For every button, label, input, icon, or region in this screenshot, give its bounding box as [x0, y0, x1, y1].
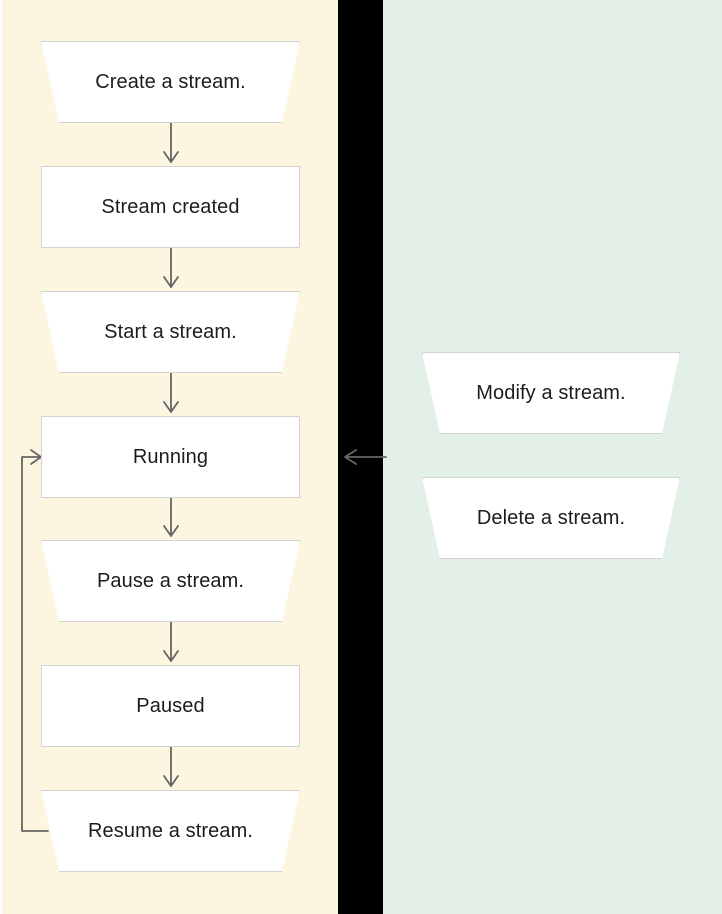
node-label: Stream created — [101, 196, 240, 218]
trapezoid-shape — [41, 291, 300, 373]
node-running[interactable]: Running — [41, 416, 300, 498]
node-pause-a-stream[interactable]: Pause a stream. — [41, 540, 300, 622]
node-resume-a-stream[interactable]: Resume a stream. — [41, 790, 300, 872]
node-paused[interactable]: Paused — [41, 665, 300, 747]
node-label: Pause a stream. — [96, 570, 245, 592]
trapezoid-shape — [41, 41, 300, 123]
node-label: Resume a stream. — [88, 820, 253, 842]
trapezoid-shape — [41, 790, 300, 872]
trapezoid-shape — [41, 540, 300, 622]
node-stream-created[interactable]: Stream created — [41, 166, 300, 248]
node-label: Modify a stream. — [476, 382, 626, 404]
trapezoid-shape — [422, 352, 680, 434]
node-label: Delete a stream. — [476, 507, 626, 529]
stream-operations-panel — [383, 0, 722, 914]
node-delete-a-stream[interactable]: Delete a stream. — [422, 477, 680, 559]
node-label: Create a stream. — [95, 71, 246, 93]
node-label: Start a stream. — [104, 321, 237, 343]
node-label: Running — [132, 446, 209, 468]
node-label: Paused — [136, 695, 205, 717]
node-modify-a-stream[interactable]: Modify a stream. — [422, 352, 680, 434]
node-create-a-stream[interactable]: Create a stream. — [41, 41, 300, 123]
node-start-a-stream[interactable]: Start a stream. — [41, 291, 300, 373]
panel-divider — [338, 0, 383, 914]
